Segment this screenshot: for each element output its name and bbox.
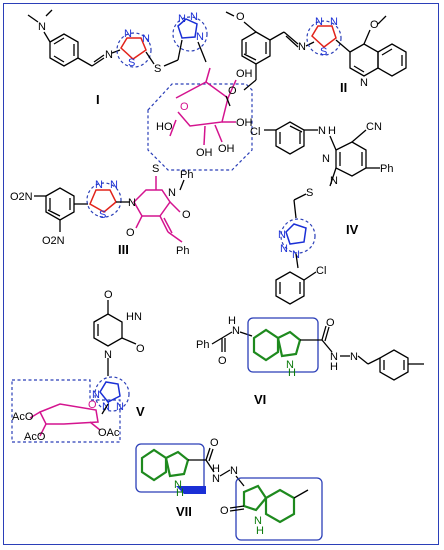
atom-N-quinoline: N [360,77,368,89]
atom-OH-e: OH [218,143,235,155]
atom-O-methoxy-b: O [370,19,379,31]
atom-O-hydrazide: O [326,317,335,329]
compound-I: N N N N S S N N N O OH [27,9,253,171]
atom-S-thione: S [152,163,159,175]
compound-V: O HN N O N N N O AcO OAc AcO V [11,289,145,443]
atom-Cl-IV: Cl [316,265,326,277]
atom-N-hydrazide-VII: N [212,473,220,485]
atom-Cl-top: Cl [250,126,260,138]
atom-H-hydrazide-VII: H [212,463,220,475]
atom-O2N-bottom: O2N [42,235,65,247]
atom-Ph-benzylidene: Ph [176,245,189,257]
atom-N-imine-VI: N [350,351,358,363]
compound-VII: N H O N H N O N H VII [135,437,323,541]
atom-S-thiadiazole-III: S [99,209,106,221]
label-I: I [96,92,100,107]
atom-N-triazole-V-a: N [92,389,100,401]
atom-N-indole-VI: N [286,359,294,371]
atom-OAc: OAc [98,427,120,439]
atom-H-indole-VI: H [288,367,296,379]
atom-H-amide: H [228,315,236,327]
atom-N-imine: N [105,49,113,61]
label-VII: VII [176,504,192,519]
atom-N-uracil: N [104,349,112,361]
atom-O-amide: O [218,355,227,367]
atom-N-triazole-c: N [196,31,204,43]
label-III: III [118,242,129,257]
atom-S-thiadiazole: S [128,57,135,69]
atom-Ph-pyrimidine: Ph [380,163,393,175]
figure-frame [3,3,439,545]
atom-N-dimethyl: N [38,21,46,33]
label-VI: VI [254,392,266,407]
atom-N-pyrimidine-a: N [322,153,330,165]
atom-N-imine-II: N [298,41,306,53]
atom-N-amine: N [318,125,326,137]
compound-VI: Ph O N H N H O N H N VI [196,315,424,407]
atom-OH-d: OH [196,147,213,159]
atom-N-oxindole: N [254,515,262,527]
atom-O-methoxy-a: O [236,11,245,23]
atom-N-indole-VII: N [174,479,182,491]
atom-O-carbonyl-a: O [182,209,191,221]
atom-S-thiadiazole-II: S [320,46,327,58]
atom-Ph-amide: Ph [196,339,209,351]
atom-N-barbiturate: N [128,197,136,209]
atom-AcO-a: AcO [12,411,34,423]
atom-N-pyrimidine-b: N [330,175,338,187]
label-V: V [136,404,145,419]
compound-III: O2N O2N N N S N S N Ph O O Ph III [10,163,193,257]
atom-N-triazole-b: N [190,11,198,23]
atom-Ph-N: Ph [180,169,193,181]
atom-S-IV: S [306,187,313,199]
atom-N-amide: N [232,325,240,337]
atom-O-carbonyl-b: O [126,227,135,239]
atom-O-sugar: O [180,101,189,113]
atom-N2-barbiturate: N [168,187,176,199]
label-IV: IV [346,222,359,237]
atom-S-thioether: S [154,63,161,75]
atom-O-oxindole: O [220,505,229,517]
atom-O-uracil-b: O [136,343,145,355]
atom-AcO-b: AcO [24,431,46,443]
atom-H-hydrazide: H [330,361,338,373]
atom-O2N-top: O2N [10,191,33,203]
atom-N2-thiadiazole-II: N [330,16,338,28]
atom-O-uracil-a: O [104,289,113,301]
atom-OH-a: OH [236,68,253,80]
label-II: II [340,80,347,95]
atom-N-triazole-IV-b: N [280,243,288,255]
atom-H-amine: H [328,125,336,137]
atom-N-hydrazide: N [330,351,338,363]
atom-HN-uracil: HN [126,311,142,323]
compound-IV: Cl N H N N CN Ph S N N N Cl IV [250,121,393,305]
atom-OH-b: OH [236,117,253,129]
atom-O-ether-II: O [228,85,237,97]
atom-N1-thiadiazole-II: N [315,16,323,28]
atom-O-hydrazide-VII: O [210,437,219,449]
atom-N2-thiadiazole: N [142,33,150,45]
atom-N-triazole-IV-a: N [278,229,286,241]
atom-N-imine-VII: N [230,465,238,477]
atom-N1-thiadiazole-III: N [95,179,103,191]
atom-H-indole-VII: H [176,487,184,499]
compound-II: O N O N N S N O II [225,11,407,107]
atom-HO-c: HO [156,121,173,133]
atom-N-triazole-a: N [178,13,186,25]
atom-N2-thiadiazole-III: N [110,179,118,191]
atom-CN: CN [366,121,382,133]
atom-H-oxindole: H [256,525,264,537]
atom-N1-thiadiazole: N [124,28,132,40]
atom-O-sugar-V: O [88,399,97,411]
